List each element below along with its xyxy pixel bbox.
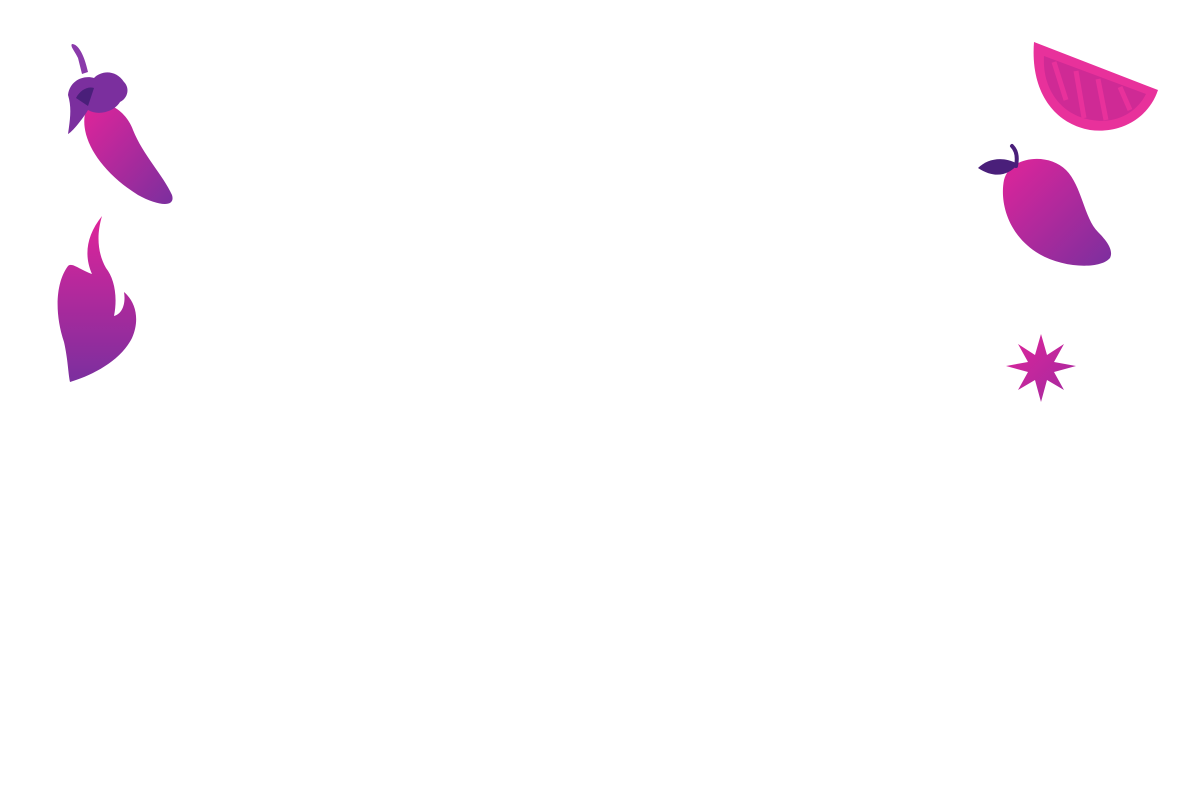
chili-pepper-icon — [68, 44, 173, 205]
mango-icon — [978, 144, 1112, 266]
lime-slice-icon — [1033, 42, 1158, 131]
flame-icon — [57, 216, 137, 382]
starburst-icon — [1006, 334, 1076, 402]
